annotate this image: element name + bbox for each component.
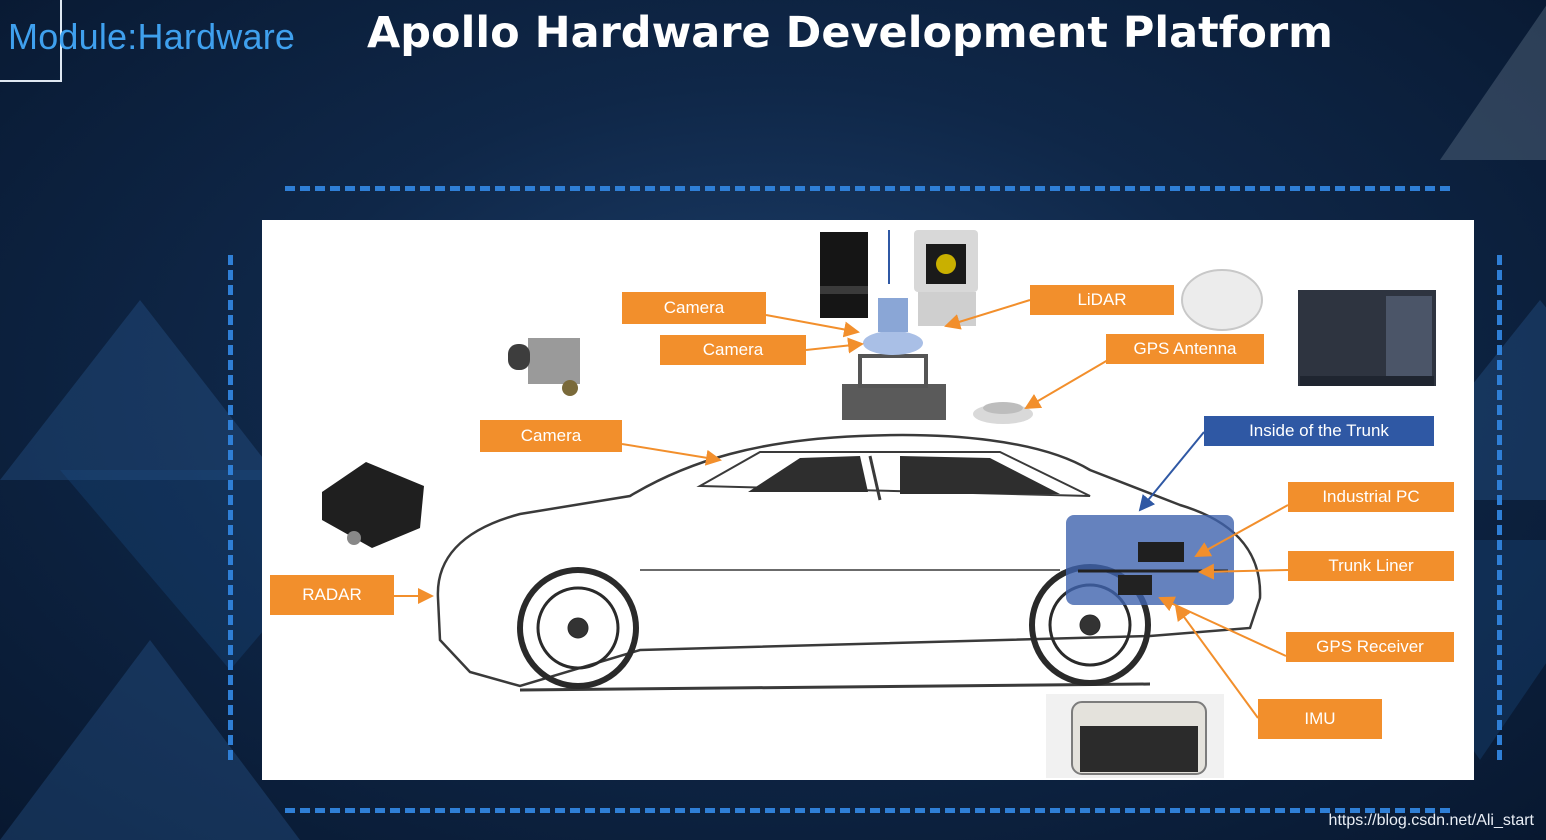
- trunk-overlay: [1066, 515, 1234, 605]
- bg-triangle: [1440, 0, 1546, 160]
- watermark-url: https://blog.csdn.net/Ali_start: [1328, 812, 1534, 829]
- label-camera-side: Camera: [480, 420, 622, 452]
- radar-product: [322, 462, 424, 548]
- label-imu: IMU: [1258, 699, 1382, 739]
- lidar-product: [914, 230, 978, 326]
- roof-rack: [842, 298, 946, 420]
- label-trunk-liner: Trunk Liner: [1288, 551, 1454, 581]
- bg-triangle: [0, 300, 280, 480]
- camera-product-tall: [820, 230, 890, 318]
- camera-product-side: [508, 338, 580, 396]
- gps-antenna-product: [973, 269, 1263, 424]
- wheels: [517, 564, 1151, 689]
- corner-bracket: [0, 0, 62, 82]
- label-radar: RADAR: [270, 575, 394, 615]
- slide-title: Apollo Hardware Development Platform: [367, 8, 1333, 58]
- label-camera-top-2: Camera: [660, 335, 806, 365]
- module-tag: Module:Hardware: [8, 16, 296, 57]
- label-gps-antenna: GPS Antenna: [1106, 334, 1264, 364]
- divider-left: [228, 255, 233, 760]
- divider-bottom: [285, 808, 1450, 813]
- divider-top: [285, 186, 1450, 191]
- label-camera-top-1: Camera: [622, 292, 766, 324]
- label-lidar: LiDAR: [1030, 285, 1174, 315]
- gps-receiver-product: [1046, 694, 1224, 778]
- bg-triangle: [0, 640, 300, 840]
- label-gps-receiver: GPS Receiver: [1286, 632, 1454, 662]
- label-industrial-pc: Industrial PC: [1288, 482, 1454, 512]
- car-sketch: [436, 433, 1262, 692]
- divider-right: [1497, 255, 1502, 760]
- industrial-pc-product: [1298, 290, 1436, 386]
- label-inside-trunk: Inside of the Trunk: [1204, 416, 1434, 446]
- windows: [748, 456, 1060, 494]
